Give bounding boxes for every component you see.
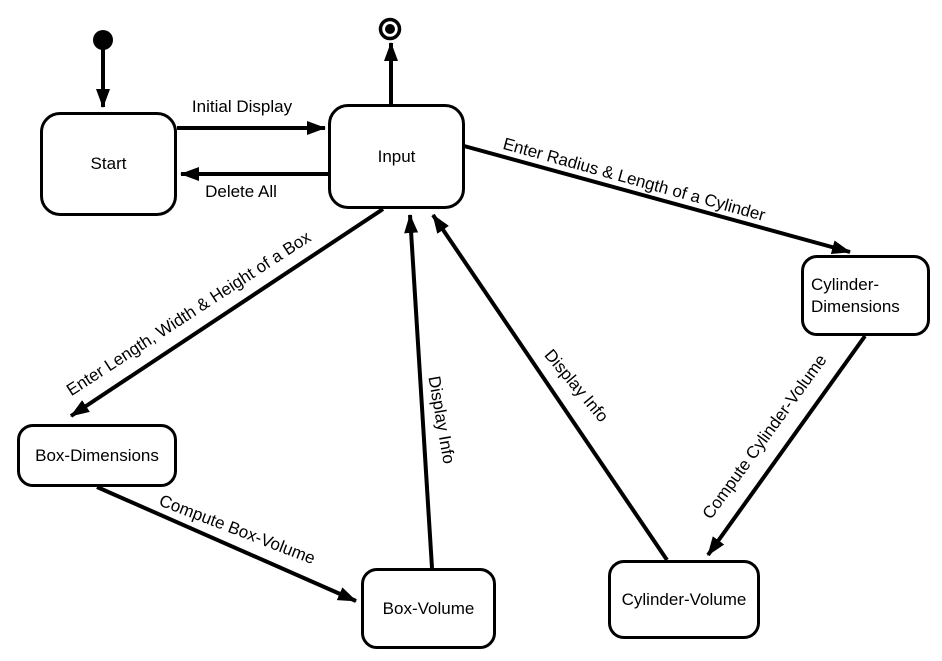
cylinder-volume-to-input-arrow bbox=[431, 213, 669, 562]
state-cylinder-volume: Cylinder-Volume bbox=[608, 560, 760, 639]
state-cylinder-volume-label: Cylinder-Volume bbox=[621, 589, 747, 609]
transition-label-initial-display: Initial Display bbox=[191, 97, 293, 116]
state-box-volume: Box-Volume bbox=[361, 568, 496, 649]
box-dimensions-to-box-volume-arrow bbox=[96, 485, 357, 603]
state-start-label: Start bbox=[90, 154, 127, 174]
box-volume-to-input-arrow bbox=[404, 214, 434, 569]
input-to-box-dimensions-arrow bbox=[69, 207, 385, 418]
initial-state-icon bbox=[93, 30, 113, 50]
state-input: Input bbox=[328, 104, 465, 209]
state-box-dimensions: Box-Dimensions bbox=[17, 424, 177, 487]
transition-label-delete-all: Delete All bbox=[205, 182, 277, 201]
final-state-inner-dot-icon bbox=[385, 24, 395, 34]
state-box-dimensions-label: Box-Dimensions bbox=[35, 445, 159, 465]
state-cylinder-dimensions-label: Cylinder- Dimensions bbox=[811, 275, 900, 316]
cylinder-dimensions-to-cylinder-volume-arrow bbox=[706, 334, 867, 557]
state-box-volume-label: Box-Volume bbox=[382, 598, 475, 618]
state-cylinder-dimensions: Cylinder- Dimensions bbox=[801, 255, 930, 336]
input-to-cylinder-dimensions-arrow bbox=[463, 144, 851, 254]
state-input-label: Input bbox=[377, 146, 416, 166]
state-start: Start bbox=[40, 112, 177, 216]
